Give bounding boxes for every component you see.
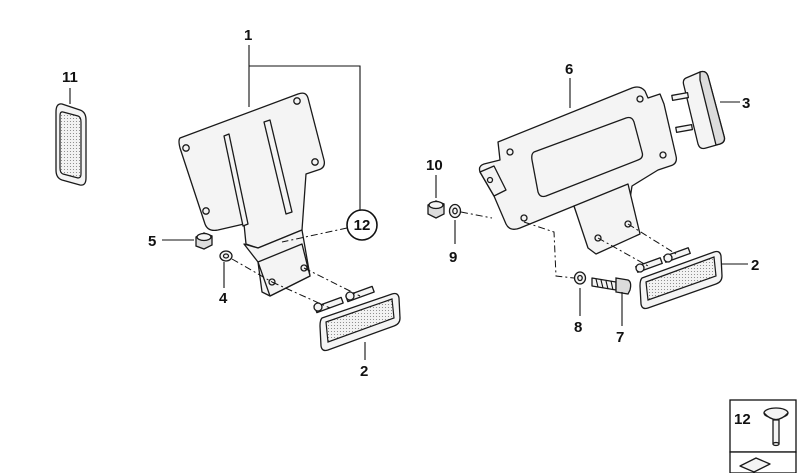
callout-6: 6 (565, 61, 573, 78)
callout-4: 4 (219, 290, 228, 307)
callout-3: 3 (742, 95, 750, 112)
right-bracket-part-6 (478, 86, 678, 255)
screw-part-7 (591, 277, 632, 295)
left-reflector-part-2 (313, 285, 401, 352)
callout-1: 1 (244, 27, 252, 44)
callout-8: 8 (574, 319, 582, 336)
rubber-pad-part-3 (671, 70, 726, 150)
legend-box-part-12: 12 (729, 399, 797, 473)
callout-12-circle: 12 (346, 209, 378, 241)
leader-lines (69, 45, 748, 360)
right-reflector-part-2 (635, 247, 723, 310)
callout-7: 7 (616, 329, 624, 346)
left-bracket-part-1 (178, 92, 326, 297)
callout-11: 11 (62, 69, 78, 86)
callout-9: 9 (449, 249, 457, 266)
callout-2-right: 2 (751, 257, 759, 274)
callout-10: 10 (426, 157, 443, 174)
callout-5: 5 (148, 233, 156, 250)
washer-part-8 (573, 271, 587, 285)
rivet-icon (763, 407, 789, 447)
callout-2-left: 2 (360, 363, 368, 380)
nut-part-10 (427, 200, 445, 219)
reflector-pad-part-11 (55, 103, 87, 186)
callout-12-circle-label: 12 (354, 217, 371, 234)
legend-12-label: 12 (734, 411, 751, 428)
washer-part-9 (448, 203, 462, 219)
nut-part-5 (195, 232, 213, 250)
washer-part-4 (219, 250, 233, 262)
